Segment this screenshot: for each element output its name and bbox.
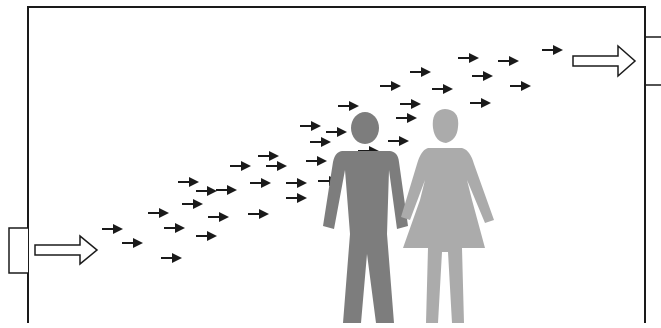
arrow-right-icon <box>102 224 123 234</box>
arrow-right-icon <box>230 161 251 171</box>
arrow-right-icon <box>338 101 359 111</box>
arrow-right-icon <box>326 127 347 137</box>
arrow-right-icon <box>286 178 307 188</box>
arrow-right-icon <box>542 45 563 55</box>
arrow-right-icon <box>122 238 143 248</box>
arrow-right-icon <box>510 81 531 91</box>
arrow-right-icon <box>458 53 479 63</box>
arrow-right-icon <box>380 81 401 91</box>
arrow-right-icon <box>196 186 217 196</box>
outlet-vent-icon <box>573 46 635 76</box>
arrow-right-icon <box>310 137 331 147</box>
arrow-right-icon <box>306 156 327 166</box>
arrow-right-icon <box>396 113 417 123</box>
outlet-duct <box>573 37 661 85</box>
arrow-right-icon <box>182 199 203 209</box>
arrow-right-icon <box>196 231 217 241</box>
inlet-duct-frame <box>9 228 28 273</box>
arrow-right-icon <box>388 136 409 146</box>
arrow-right-icon <box>164 223 185 233</box>
arrow-right-icon <box>161 253 182 263</box>
arrow-right-icon <box>248 209 269 219</box>
arrow-right-icon <box>266 161 287 171</box>
arrow-right-icon <box>286 193 307 203</box>
man-figure-icon <box>323 112 408 323</box>
arrow-right-icon <box>400 99 421 109</box>
arrow-right-icon <box>498 56 519 66</box>
woman-figure-icon <box>401 109 494 323</box>
arrow-right-icon <box>472 71 493 81</box>
arrow-right-icon <box>258 151 279 161</box>
arrow-right-icon <box>470 98 491 108</box>
arrow-right-icon <box>178 177 199 187</box>
arrow-right-icon <box>208 212 229 222</box>
arrow-right-icon <box>250 178 271 188</box>
inlet-duct <box>9 228 97 273</box>
inlet-vent-icon <box>35 236 97 264</box>
airflow-arrows <box>102 45 563 263</box>
arrow-right-icon <box>432 84 453 94</box>
arrow-right-icon <box>216 185 237 195</box>
arrow-right-icon <box>410 67 431 77</box>
arrow-right-icon <box>148 208 169 218</box>
arrow-right-icon <box>300 121 321 131</box>
outlet-duct-frame <box>645 37 661 85</box>
